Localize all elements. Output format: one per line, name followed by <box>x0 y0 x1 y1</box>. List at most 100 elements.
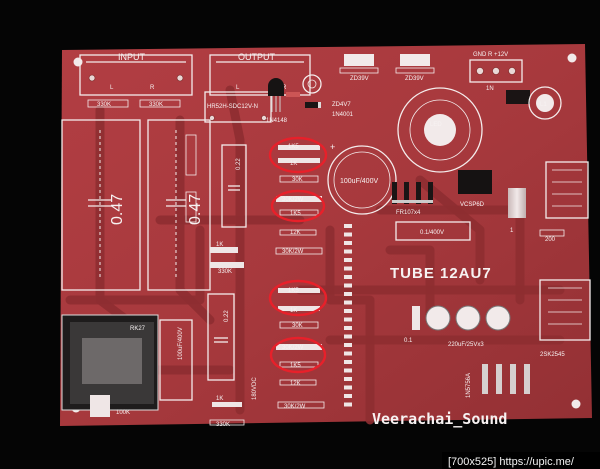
svg-text:2SK2545: 2SK2545 <box>540 352 565 358</box>
svg-text:30K/2W: 30K/2W <box>282 197 304 203</box>
vertical-resistor <box>185 134 197 223</box>
inspection-markers <box>268 136 328 374</box>
svg-text:1K5: 1K5 <box>288 144 299 150</box>
ladder-pad <box>344 283 352 288</box>
watermark: [700x525] https://upic.me/ <box>442 452 600 469</box>
svg-text:0.22: 0.22 <box>236 158 242 170</box>
ladder-pad <box>344 258 352 262</box>
ladder-pad <box>344 343 352 347</box>
input-r-label: R <box>150 85 155 91</box>
ladder-pad <box>344 351 352 356</box>
ladder-pad <box>344 275 352 279</box>
input-l-label: L <box>110 85 114 91</box>
svg-text:330K: 330K <box>97 102 111 108</box>
resistor-330k-a: 330K <box>87 99 129 108</box>
svg-text:1K5: 1K5 <box>288 288 299 294</box>
heatsink-right: 2SK2545 <box>539 279 591 358</box>
ladder-pad <box>344 241 352 245</box>
cap-047-right: 0.47 <box>147 119 211 291</box>
diode-1n4148: 1N4148 <box>266 92 300 124</box>
cap-10uf: 100uF/400V <box>159 319 193 401</box>
svg-text:100K: 100K <box>116 410 130 416</box>
svg-text:0.22: 0.22 <box>224 310 230 322</box>
svg-text:1K: 1K <box>216 242 223 248</box>
ladder-pad <box>344 266 352 271</box>
svg-text:RK27: RK27 <box>130 326 146 332</box>
tube-socket: LED <box>397 87 483 173</box>
svg-text:220uF/25Vx3: 220uF/25Vx3 <box>448 342 484 348</box>
ladder-pad <box>344 385 352 390</box>
resistor-330k-b: 330K <box>139 99 181 108</box>
svg-text:30K: 30K <box>292 323 303 329</box>
transistor <box>268 78 284 112</box>
pcb-board <box>60 44 592 426</box>
output-r-label: R <box>282 85 287 91</box>
svg-text:LED: LED <box>430 122 442 128</box>
top-right-transistor: 1N <box>486 86 530 104</box>
resistor-vertical-right: 0.1 <box>404 306 420 344</box>
svg-text:1K5: 1K5 <box>290 363 301 369</box>
svg-text:0.1: 0.1 <box>404 338 413 344</box>
svg-text:12K: 12K <box>290 230 301 236</box>
svg-text:330K: 330K <box>218 269 232 275</box>
small-cap <box>302 74 322 94</box>
ladder-pad <box>344 402 352 407</box>
diode1-label: 1N4148 <box>266 118 288 124</box>
svg-text:30K/2W: 30K/2W <box>282 345 304 351</box>
board-title: TUBE 12AU7 <box>390 265 492 282</box>
cap-047-left-label: 0.47 <box>109 194 126 225</box>
resistor-1k-a: 1K <box>210 242 238 253</box>
board-signature: Veerachai_Sound <box>372 410 507 428</box>
top-pots: ZD39V ZD39V <box>339 54 435 82</box>
zener-row: 1N5756A <box>466 364 530 398</box>
ladder-pad <box>344 232 352 237</box>
cap-right-mid: 1 200 <box>508 188 565 243</box>
svg-text:1K: 1K <box>290 161 297 167</box>
input-label: INPUT <box>118 52 146 62</box>
cap-022-lower: 0.22 <box>207 293 235 381</box>
svg-text:1K5: 1K5 <box>290 211 301 217</box>
caps-220uf: 220uF/25Vx3 <box>425 305 511 348</box>
resistor-330k-c: 330K <box>210 262 244 275</box>
watermark-text: [700x525] https://upic.me/ <box>448 456 575 468</box>
ladder-pad <box>344 394 352 398</box>
svg-text:1K: 1K <box>290 308 297 314</box>
ladder-pad <box>344 249 352 254</box>
cap-hv: 100uF/400V + <box>327 142 397 215</box>
zener3-label: ZD39V <box>405 76 424 82</box>
diode2-label: 1N4001 <box>332 112 354 118</box>
svg-text:+: + <box>330 142 335 152</box>
svg-text:L1: L1 <box>540 102 547 108</box>
ladder-pad <box>344 309 352 313</box>
svg-text:1K: 1K <box>216 396 223 402</box>
ladder-pad <box>344 224 352 228</box>
ladder-pad <box>344 317 352 322</box>
ladder-pad <box>344 326 352 330</box>
output-label: OUTPUT <box>238 52 276 62</box>
svg-text:12K: 12K <box>290 381 301 387</box>
svg-text:1N: 1N <box>486 86 494 92</box>
ladder-pad <box>344 368 352 373</box>
pin-ladder <box>344 224 352 407</box>
cap-047-right-label: 0.47 <box>187 194 204 225</box>
cap-047-left: 0.47 <box>61 119 141 291</box>
zener-label: ZD4V7 <box>332 102 351 108</box>
ladder-pad <box>344 334 352 339</box>
ladder-pad <box>344 377 352 381</box>
svg-text:30K/2W: 30K/2W <box>282 249 304 255</box>
volume-pot: RK27 100K <box>61 314 159 417</box>
ladder-pad <box>344 292 352 296</box>
relay-label: HR52H-SDC12V-N <box>207 104 258 110</box>
diode-1n4001: 1N4001 ZD4V7 <box>305 102 354 118</box>
svg-text:30K/2W: 30K/2W <box>284 404 306 410</box>
diode-array: FR107x4 <box>392 182 433 216</box>
output-l-label: L <box>236 85 240 91</box>
svg-text:0.1/400V: 0.1/400V <box>420 230 444 236</box>
heatsink-upper <box>545 161 589 219</box>
resistor-column-lower: 1K5 1K 30K 30K/2W 1K5 12K 30K/2W 1K 330K <box>209 288 325 428</box>
svg-text:VCSP6D: VCSP6D <box>460 202 485 208</box>
svg-text:100uF/400V: 100uF/400V <box>178 327 184 360</box>
resistor-column-upper: 1K5 1K 30K 30K/2W 1K5 12K 30K/2W <box>275 144 323 255</box>
power-header-label: GND R +12V <box>473 52 508 58</box>
